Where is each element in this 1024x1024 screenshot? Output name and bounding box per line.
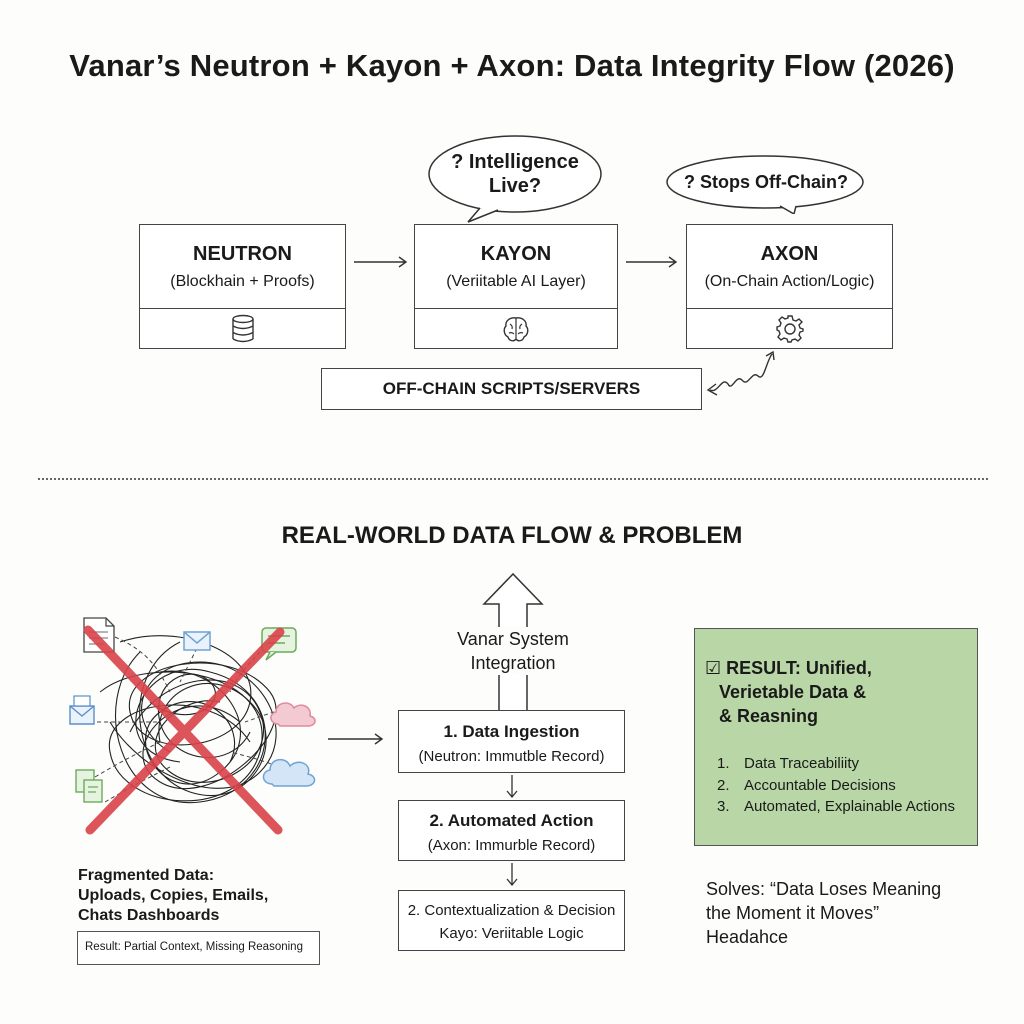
arrow-neutron-kayon bbox=[354, 256, 408, 268]
section-divider bbox=[38, 478, 988, 480]
result-box: ☑ RESULT: Unified, Verietable Data & & R… bbox=[694, 628, 978, 846]
fragmented-data-illustration bbox=[69, 617, 316, 835]
step-data-ingestion: 1. Data Ingestion (Neutron: Immutble Rec… bbox=[398, 710, 625, 773]
intelligence-bubble-text: ? Intelligence Live? bbox=[451, 151, 579, 197]
step-automated-action: 2. Automated Action (Axon: Immurble Reco… bbox=[398, 800, 625, 861]
result-title: ☑ RESULT: Unified, Verietable Data & & R… bbox=[705, 658, 872, 726]
arrow-kayon-axon bbox=[626, 256, 678, 268]
step-title: 2. Contextualization & Decision bbox=[407, 902, 616, 919]
stops-bubble-text: ? Stops Off-Chain? bbox=[684, 172, 848, 192]
file-icon bbox=[75, 769, 103, 803]
list-item: 3.Automated, Explainable Actions bbox=[717, 798, 955, 815]
step-contextualization: 2. Contextualization & Decision Kayo: Ve… bbox=[398, 890, 625, 951]
arrow-step2-step3 bbox=[506, 863, 518, 887]
result-list: 1.Data Traceabiliity 2.Accountable Decis… bbox=[717, 753, 955, 818]
step-subtitle: (Axon: Immurble Record) bbox=[427, 837, 596, 854]
layer-name: KAYON bbox=[480, 243, 552, 265]
database-icon bbox=[231, 314, 254, 343]
layer-subtitle: (Blockhain + Proofs) bbox=[170, 273, 315, 290]
email-icon bbox=[183, 631, 211, 651]
gear-icon bbox=[775, 315, 804, 343]
arrow-to-steps bbox=[328, 733, 384, 745]
step-title: 2. Automated Action bbox=[429, 811, 594, 830]
list-item: 1.Data Traceabiliity bbox=[717, 755, 860, 772]
arrow-step1-step2 bbox=[506, 775, 518, 799]
layer-name: NEUTRON bbox=[193, 243, 292, 265]
mail-tray-icon bbox=[69, 695, 95, 725]
page-title: Vanar’s Neutron + Kayon + Axon: Data Int… bbox=[69, 48, 955, 83]
squiggle-arrow bbox=[706, 350, 775, 396]
cloud-icon bbox=[262, 758, 316, 787]
offchain-box: OFF-CHAIN SCRIPTS/SERVERS bbox=[321, 368, 702, 410]
list-item: 2.Accountable Decisions bbox=[717, 776, 896, 794]
layer-kayon: KAYON (Veriitable AI Layer) bbox=[414, 224, 618, 349]
step-title: 1. Data Ingestion bbox=[443, 722, 580, 741]
brain-icon bbox=[503, 317, 529, 342]
layer-axon: AXON (On-Chain Action/Logic) bbox=[686, 224, 893, 349]
layer-subtitle: (Veriitable AI Layer) bbox=[446, 273, 586, 290]
step-subtitle: Kayo: Veriitable Logic bbox=[439, 925, 584, 942]
intelligence-bubble bbox=[428, 135, 602, 223]
checkbox-icon: ☑ bbox=[705, 658, 722, 678]
fragmented-data-label: Fragmented Data: Uploads, Copies, Emails… bbox=[78, 867, 269, 924]
vanar-integration-label: Vanar System Integration bbox=[430, 627, 596, 675]
section-title: REAL-WORLD DATA FLOW & PROBLEM bbox=[281, 522, 743, 549]
step-subtitle: (Neutron: Immutble Record) bbox=[418, 748, 605, 765]
partial-context-box: Result: Partial Context, Missing Reasoni… bbox=[77, 931, 320, 965]
red-cross bbox=[83, 625, 285, 835]
solves-text: Solves: “Data Loses Meaning the Moment i… bbox=[706, 879, 942, 947]
stops-bubble bbox=[666, 155, 864, 214]
cloud-icon bbox=[270, 702, 316, 727]
layer-subtitle: (On-Chain Action/Logic) bbox=[704, 273, 875, 290]
layer-name: AXON bbox=[760, 243, 819, 265]
layer-neutron: NEUTRON (Blockhain + Proofs) bbox=[139, 224, 346, 349]
